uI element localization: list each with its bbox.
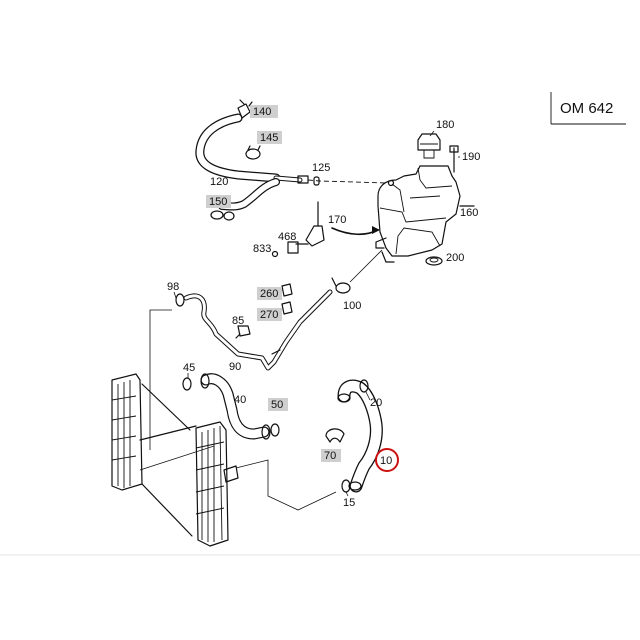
part-label-50: 50: [271, 399, 283, 411]
part-label-140: 140: [253, 106, 271, 118]
part-label-180: 180: [436, 119, 454, 131]
part-label-150: 150: [209, 196, 227, 208]
bleed-hose-assembly: [195, 99, 309, 221]
part-label-260: 260: [260, 288, 278, 300]
part-label-833: 833: [253, 243, 271, 255]
part-label-170: 170: [328, 214, 346, 226]
part-label-15: 15: [343, 497, 355, 509]
part-label-20: 20: [370, 397, 382, 409]
model-label: OM 642: [560, 100, 613, 117]
part-label-85: 85: [232, 315, 244, 327]
expansion-tank: [375, 133, 475, 266]
level-sensor: [271, 201, 380, 258]
part-label-270: 270: [260, 309, 278, 321]
part-label-40: 40: [234, 394, 246, 406]
part-label-98: 98: [167, 281, 179, 293]
part-label-100: 100: [343, 300, 361, 312]
part-label-120: 120: [210, 176, 228, 188]
part-label-468: 468: [278, 231, 296, 243]
highlight-circle: [375, 448, 399, 472]
hose-40: [182, 373, 280, 440]
hose-10: [325, 379, 383, 493]
part-label-200: 200: [446, 252, 464, 264]
part-label-70: 70: [324, 450, 336, 462]
part-label-10: 10: [380, 455, 392, 467]
part-label-125: 125: [312, 162, 330, 174]
part-label-160: 160: [460, 207, 478, 219]
hose-90-assembly: [175, 277, 351, 371]
part-label-45: 45: [183, 362, 195, 374]
model-tag: OM 642: [550, 92, 626, 125]
part-label-190: 190: [462, 151, 480, 163]
part-label-145: 145: [260, 132, 278, 144]
radiator: [111, 373, 239, 547]
part-label-90: 90: [229, 361, 241, 373]
